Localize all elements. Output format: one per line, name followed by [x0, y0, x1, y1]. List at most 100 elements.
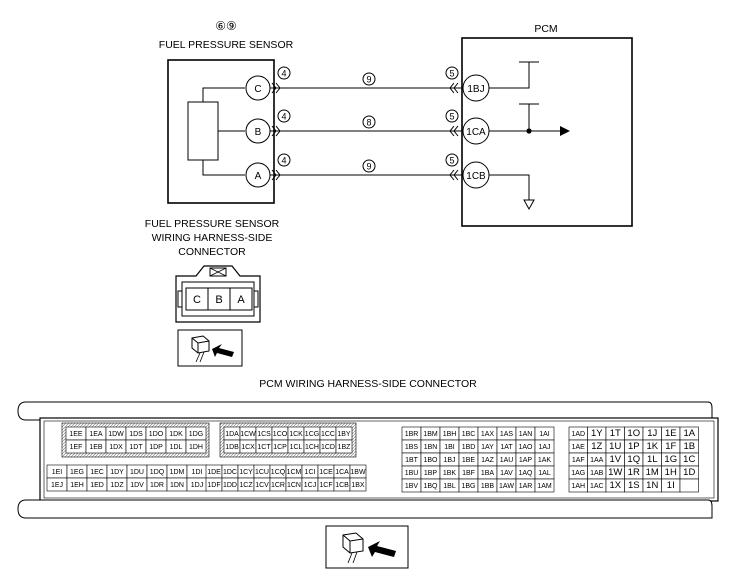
pin-label-1ab: 1AB	[590, 470, 604, 477]
pin-label-1bf: 1BF	[462, 470, 475, 477]
pin-label-1ci: 1CI	[305, 469, 316, 476]
wire-c-ref: 9	[366, 75, 371, 85]
pin-label-1cy: 1CY	[239, 469, 253, 476]
pin-label-1t: 1T	[610, 428, 621, 439]
pin-label-1z: 1Z	[591, 441, 602, 452]
connector-view-icon	[177, 329, 243, 367]
pin-label-1cz: 1CZ	[239, 482, 253, 489]
pin-label-1ca: 1CA	[335, 469, 349, 476]
pin-label-1ck: 1CK	[289, 431, 303, 438]
pin-label-1ee: 1EE	[69, 431, 83, 438]
pin-label-1cl: 1CL	[290, 444, 303, 451]
pin-label-1ac: 1AC	[590, 483, 604, 490]
pin-label-1ch: 1CH	[305, 444, 319, 451]
pin-label-1dq: 1DQ	[150, 469, 165, 476]
pin-label-1s: 1S	[628, 480, 640, 491]
pin-label-1bg: 1BG	[461, 483, 475, 490]
pin-label-1ba: 1BA	[481, 470, 495, 477]
pin-cell	[679, 478, 699, 493]
pin-label-1cr: 1CR	[271, 482, 285, 489]
pin-label-1bh: 1BH	[443, 431, 457, 438]
pin-label-1ax: 1AX	[481, 431, 495, 438]
pin-label-1j: 1J	[647, 428, 657, 439]
pin-label-1bi: 1BI	[444, 444, 455, 451]
svg-text:1CA: 1CA	[466, 127, 486, 138]
pcm-title: PCM	[534, 23, 557, 35]
wire-c-sensor-ref: 4	[281, 69, 286, 79]
pin-label-1cx: 1CX	[241, 444, 255, 451]
sensor-internal-wire-a	[202, 160, 245, 176]
pin-label-1aa: 1AA	[590, 457, 604, 464]
pcm-pin-1cb: 1CB	[462, 161, 490, 189]
pin-label-1dm: 1DM	[170, 469, 185, 476]
pin-label-1m: 1M	[646, 467, 659, 478]
pin-label-1dy: 1DY	[110, 469, 124, 476]
pin-label-1bq: 1BQ	[423, 483, 438, 490]
pin-label-1at: 1AT	[500, 444, 513, 451]
pin-label-1al: 1AL	[538, 470, 551, 477]
pin-label-1g: 1G	[664, 454, 677, 465]
pin-label-1ao: 1AO	[518, 444, 533, 451]
wire-b-1ca: 4 8 5	[270, 109, 462, 137]
svg-text:A: A	[255, 171, 262, 182]
pin-label-1h: 1H	[665, 467, 677, 478]
pin-label-1cm: 1CM	[287, 469, 302, 476]
pin-label-1bm: 1BM	[423, 431, 438, 438]
pin-label-1cj: 1CJ	[304, 482, 316, 489]
pin-cell	[335, 439, 353, 454]
pin-label-1cu: 1CU	[255, 469, 269, 476]
pin-label-1de: 1DE	[207, 469, 221, 476]
pcm-pin-1bj: 1BJ	[462, 74, 490, 102]
pin-label-1ag: 1AG	[571, 470, 585, 477]
sensor-title: FUEL PRESSURE SENSOR	[159, 39, 294, 51]
pin-label-1da: 1DA	[225, 431, 239, 438]
pcm-internal-1ca	[489, 103, 570, 136]
pin-label-1co: 1CO	[273, 431, 288, 438]
pcm-internal-1bj	[489, 61, 539, 89]
pcm-connector-caption: PCM WIRING HARNESS-SIDE CONNECTOR	[259, 378, 477, 390]
sensor-connector-pin-c: C	[193, 294, 201, 306]
pin-label-1y: 1Y	[591, 428, 603, 439]
svg-text:B: B	[255, 127, 262, 138]
pin-label-1ct: 1CT	[257, 444, 271, 451]
svg-text:C: C	[254, 84, 261, 95]
pin-label-1by: 1BY	[337, 431, 351, 438]
pin-cell	[534, 478, 555, 493]
pin-label-1am: 1AM	[537, 483, 552, 490]
sensor-connector-pin-a: A	[237, 294, 245, 306]
pin-label-1bc: 1BC	[462, 431, 476, 438]
pin-label-1br: 1BR	[405, 431, 419, 438]
sensor-pin-b: B	[245, 118, 271, 144]
sensor-connector-caption-2: WIRING HARNESS-SIDE	[152, 232, 273, 244]
pin-label-1w: 1W	[608, 467, 622, 478]
pin-label-1au: 1AU	[500, 457, 514, 464]
pin-label-1af: 1AF	[572, 457, 585, 464]
pin-label-1dx: 1DX	[109, 444, 123, 451]
pin-label-1d: 1D	[683, 467, 695, 478]
pin-label-1do: 1DO	[149, 431, 164, 438]
pin-label-1aq: 1AQ	[518, 470, 533, 477]
pin-label-1eh: 1EH	[70, 482, 84, 489]
pin-cell	[185, 439, 207, 454]
sensor-connector-pin-b: B	[215, 294, 222, 306]
pin-label-1ej: 1EJ	[51, 482, 63, 489]
pin-label-1cg: 1CG	[305, 431, 319, 438]
pin-label-1dh: 1DH	[189, 444, 203, 451]
pin-label-1bu: 1BU	[405, 470, 419, 477]
pin-label-1ah: 1AH	[571, 483, 585, 490]
pin-label-1cc: 1CC	[321, 431, 335, 438]
pin-label-1db: 1DB	[225, 444, 239, 451]
pin-label-1eb: 1EB	[89, 444, 103, 451]
pin-label-1dd: 1DD	[223, 482, 237, 489]
pin-label-1eg: 1EG	[70, 469, 84, 476]
wire-c-pcm-ref: 5	[449, 69, 454, 79]
pin-label-1dv: 1DV	[130, 482, 144, 489]
pin-label-1l: 1L	[647, 454, 658, 465]
wire-a-pcm-ref: 5	[449, 156, 454, 166]
pin-label-1o: 1O	[627, 428, 640, 439]
pin-label-1bj: 1BJ	[443, 457, 455, 464]
pin-label-1k: 1K	[646, 441, 658, 452]
pin-label-1dw: 1DW	[108, 431, 124, 438]
pin-cell	[349, 477, 367, 492]
pin-label-1cp: 1CP	[273, 444, 287, 451]
